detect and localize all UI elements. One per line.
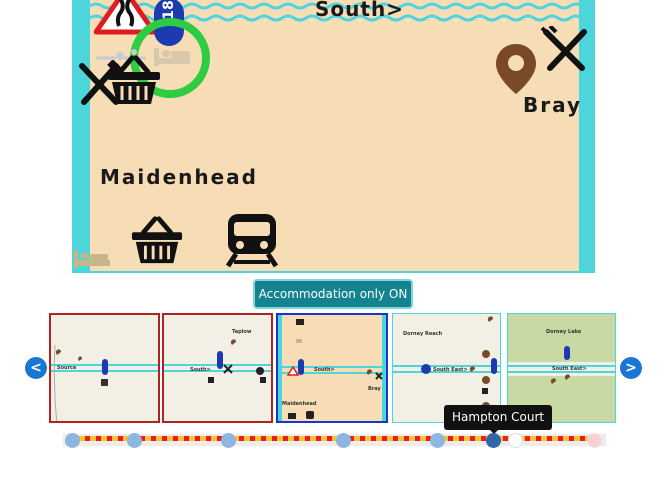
timeline-dash — [332, 436, 338, 441]
carousel-prev-button[interactable]: < — [25, 357, 47, 379]
timeline-dash — [189, 436, 195, 441]
timeline-dash — [574, 436, 580, 441]
restaurant-icon-bray[interactable] — [540, 26, 592, 74]
route-timeline[interactable] — [63, 431, 606, 449]
tooltip-tail — [489, 429, 499, 434]
timeline-stop[interactable] — [508, 433, 523, 448]
train-station-icon[interactable] — [224, 212, 280, 268]
timeline-dash — [178, 436, 184, 441]
thumbnail-map-graphic — [393, 316, 500, 410]
timeline-dash — [541, 436, 547, 441]
timeline-dash — [112, 436, 118, 441]
timeline-dash — [365, 436, 371, 441]
map-view[interactable]: South> Bray Maidenhead 18 — [72, 0, 595, 273]
thumbnail-label: Source — [57, 365, 77, 371]
timeline-dash — [288, 436, 294, 441]
thumbnail-label: South East> — [552, 366, 587, 372]
thumbnail-map-graphic — [278, 315, 386, 421]
thumbnail-label: Taplow — [232, 329, 252, 335]
timeline-dash — [310, 436, 316, 441]
accommodation-toggle-button[interactable]: Accommodation only ON — [253, 279, 413, 309]
timeline-dash — [475, 436, 481, 441]
timeline-stop[interactable] — [336, 433, 351, 448]
timeline-dash — [156, 436, 162, 441]
shopping-basket-icon-maidenhead[interactable] — [130, 214, 184, 266]
timeline-dash — [244, 436, 250, 441]
timeline-dash — [277, 436, 283, 441]
timeline-dash — [255, 436, 261, 441]
stop-tooltip: Hampton Court — [444, 405, 553, 430]
map-thumbnail-3-selected[interactable]: South> Bray Maidenhead — [276, 313, 388, 423]
timeline-dash — [354, 436, 360, 441]
thumbnail-label: Bray — [368, 386, 381, 392]
timeline-dash — [211, 436, 217, 441]
carousel-next-button[interactable]: > — [620, 357, 642, 379]
timeline-stop[interactable] — [65, 433, 80, 448]
timeline-dash — [563, 436, 569, 441]
map-label-bray: Bray — [523, 93, 583, 117]
map-thumbnail-5[interactable]: Dorney Lake South East> — [507, 313, 616, 423]
timeline-dash — [321, 436, 327, 441]
timeline-dash — [123, 436, 129, 441]
timeline-dash — [79, 436, 85, 441]
timeline-dash — [376, 436, 382, 441]
map-land-area: South> Bray Maidenhead 18 — [74, 0, 587, 271]
timeline-dash — [552, 436, 558, 441]
timeline-dash — [387, 436, 393, 441]
timeline-stop-active[interactable] — [486, 433, 501, 448]
thumbnail-map-graphic — [51, 344, 158, 421]
timeline-dash — [530, 436, 536, 441]
thumbnail-label: Dorney Reach — [403, 331, 443, 337]
timeline-dash — [167, 436, 173, 441]
timeline-dash — [90, 436, 96, 441]
thumbnail-label: Maidenhead — [282, 401, 317, 407]
timeline-dash — [266, 436, 272, 441]
timeline-stop[interactable] — [430, 433, 445, 448]
thumbnail-label: South East> — [433, 367, 468, 373]
timeline-dash — [200, 436, 206, 441]
thumbnail-label: South> — [190, 367, 211, 373]
map-label-maidenhead: Maidenhead — [100, 165, 258, 189]
timeline-stop[interactable] — [127, 433, 142, 448]
thumbnail-label: South> — [314, 367, 335, 373]
shopping-basket-icon[interactable] — [106, 54, 162, 106]
map-thumbnail-4[interactable]: Dorney Reach South East> — [392, 313, 501, 423]
timeline-dash — [420, 436, 426, 441]
map-label-south: South> — [315, 0, 404, 21]
timeline-dash — [101, 436, 107, 441]
timeline-stop[interactable] — [221, 433, 236, 448]
timeline-dash — [233, 436, 239, 441]
timeline-dash — [299, 436, 305, 441]
thumbnail-label: Dorney Lake — [546, 329, 582, 335]
timeline-dash — [464, 436, 470, 441]
location-pin-icon[interactable] — [494, 42, 538, 96]
timeline-dash — [442, 436, 448, 441]
warning-sign-icon[interactable] — [94, 0, 156, 36]
bed-icon[interactable] — [150, 40, 194, 70]
bed-icon-maidenhead[interactable] — [72, 246, 112, 270]
map-thumbnail-1[interactable]: Source — [49, 313, 160, 423]
timeline-dash — [409, 436, 415, 441]
map-thumbnail-2[interactable]: Taplow South> — [162, 313, 273, 423]
timeline-dash — [453, 436, 459, 441]
thumbnail-map-graphic — [508, 346, 615, 384]
timeline-dash — [145, 436, 151, 441]
thumbnail-map-graphic — [164, 339, 271, 383]
timeline-dash — [398, 436, 404, 441]
timeline-stop[interactable] — [587, 433, 602, 448]
